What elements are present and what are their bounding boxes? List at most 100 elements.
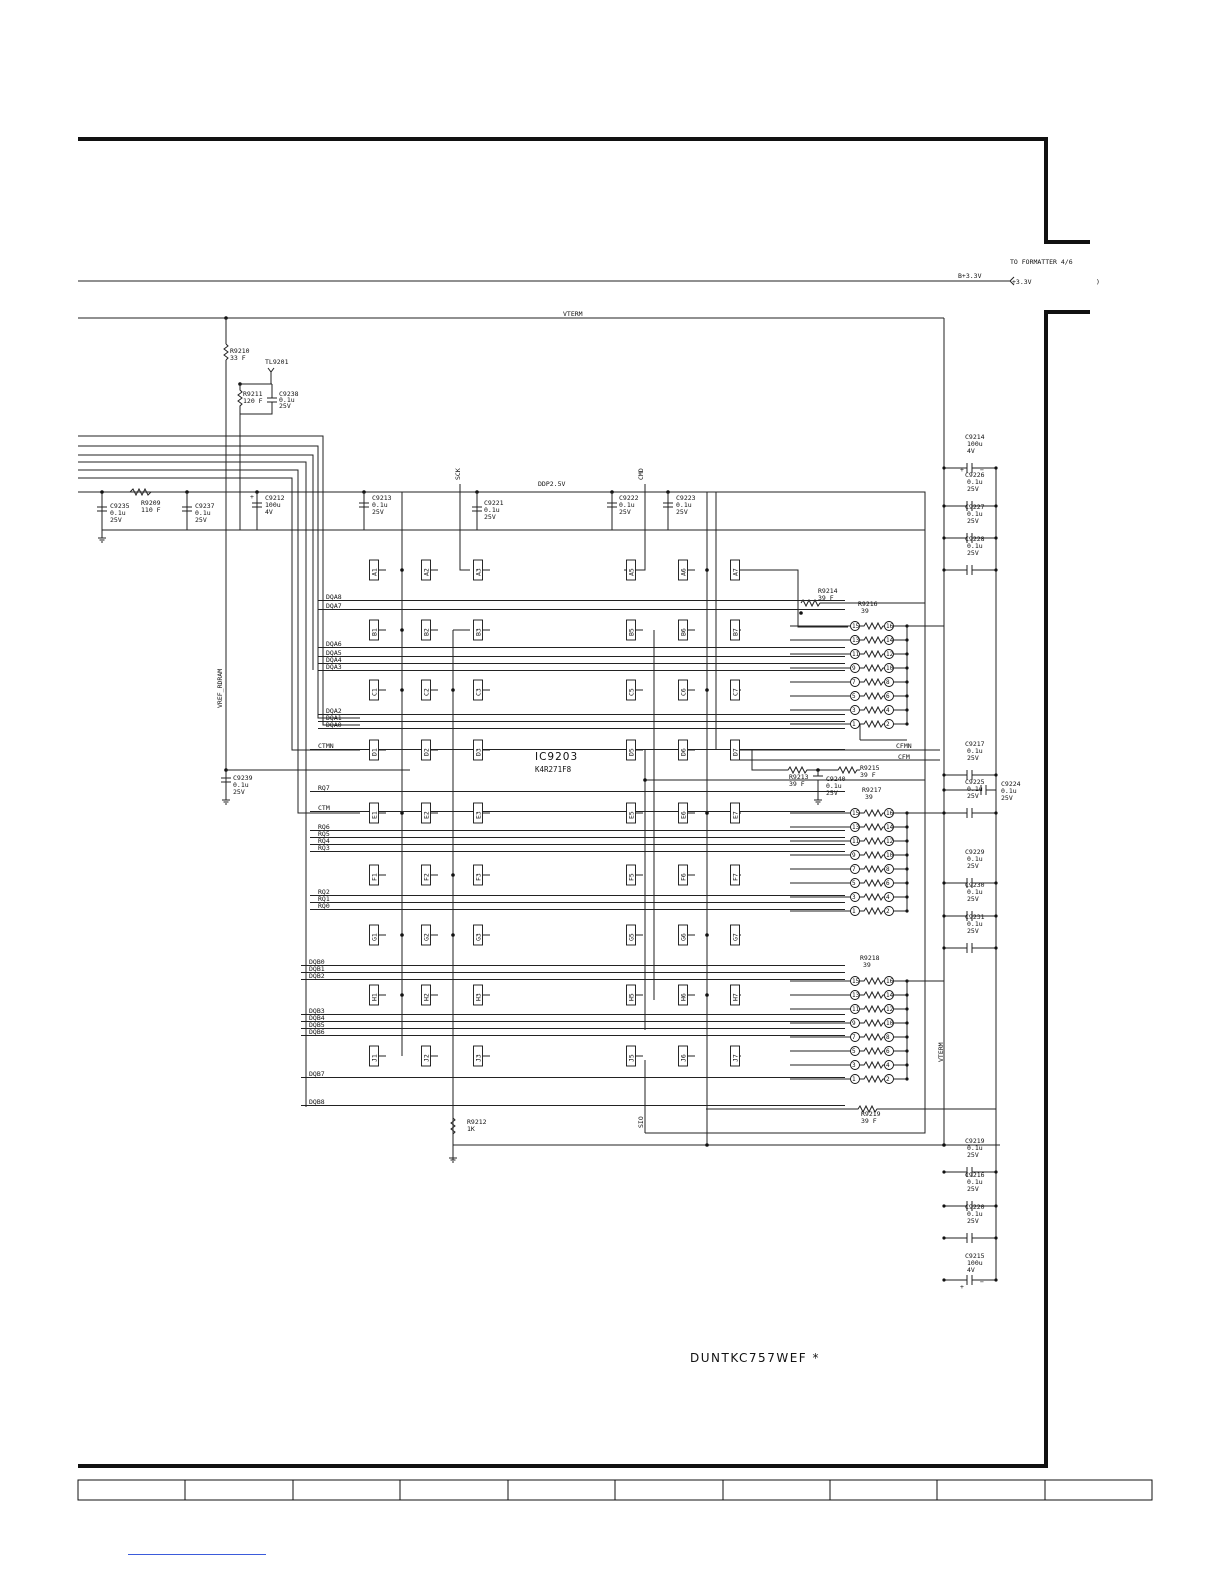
cap-text: 25V — [967, 517, 979, 525]
ball-label: B6 — [680, 628, 688, 636]
ball-label: D6 — [680, 748, 688, 756]
net-dqa6: DQA6 — [318, 640, 845, 648]
connector-title: TO FORMATTER 4/6 — [1010, 258, 1073, 266]
ball-e6: E6 — [678, 802, 695, 824]
vref-label: VREF_RDRAM — [216, 669, 224, 708]
ball-label: H2 — [423, 993, 431, 1001]
ball-e1: E1 — [369, 802, 386, 824]
pin-number: 12 — [886, 1006, 894, 1013]
ic-internal-wiring: R9212 1K SIO R9219 39 F — [400, 484, 1000, 1163]
net-label: DQA8 — [326, 593, 342, 601]
ball-g3: G3 — [473, 924, 490, 946]
c9238-volt: 25V — [279, 402, 291, 410]
cap-text: 25V — [967, 549, 979, 557]
net-dqa1: DQA1 — [318, 714, 845, 722]
cap-text: C9215 — [965, 1252, 985, 1260]
cmd-label: CMD — [637, 468, 645, 480]
vterm-rail: VTERM VTERM — [78, 310, 945, 1145]
ball-label: J5 — [628, 1054, 636, 1062]
net-rq2: RQ2 — [310, 888, 845, 896]
r9210-ref: R9210 — [230, 347, 250, 355]
ball-label: A2 — [423, 568, 431, 576]
vref-divider: R9210 33 F TL9201 R9211 120 F C9238 0.1u… — [216, 318, 410, 805]
ball-label: H5 — [628, 993, 636, 1001]
ball-label: F2 — [423, 873, 431, 881]
c9212-plus: + — [250, 493, 254, 501]
net-dqa5: DQA5 — [318, 649, 845, 657]
pin-number: 15 — [852, 623, 860, 630]
ball-label: G3 — [475, 933, 483, 941]
ball-f5: F5 — [626, 864, 643, 886]
r9214-val: 39 F — [818, 594, 834, 602]
c9235-ref: C9235 — [110, 502, 130, 510]
ball-h6: H6 — [678, 984, 695, 1006]
pin-number: 14 — [886, 637, 894, 644]
ball-label: G7 — [732, 933, 740, 941]
ddp-label: DDP2.5V — [538, 480, 565, 488]
c9239-volt: 25V — [233, 788, 245, 796]
ddp-rail: DDP2.5V R9209 110 F C9235 0.1u 25V C9237… — [78, 468, 926, 1134]
c9222-volt: 25V — [619, 508, 631, 516]
r9212-val: 1K — [467, 1125, 475, 1133]
cap-text: C9214 — [965, 433, 985, 441]
cap-text: C9228 — [965, 535, 985, 543]
ball-label: F3 — [475, 873, 483, 881]
ball-label: J3 — [475, 1054, 483, 1062]
c9221-val: 0.1u — [484, 506, 500, 514]
ball-f7: F7 — [730, 864, 741, 886]
ball-label: H7 — [732, 993, 740, 1001]
c9223-volt: 25V — [676, 508, 688, 516]
ball-c7: C7 — [730, 679, 741, 701]
ic-ref: IC9203 — [535, 751, 578, 763]
net-label: DQB1 — [309, 965, 325, 973]
footer-link-underline[interactable] — [128, 1554, 266, 1555]
ball-c2: C2 — [421, 679, 438, 701]
c9223-val: 0.1u — [676, 501, 692, 509]
ball-j6: J6 — [678, 1045, 695, 1067]
ball-f3: F3 — [473, 864, 490, 886]
r9215-val: 39 F — [860, 771, 876, 779]
r9213-ref: R9213 — [789, 773, 809, 781]
r9214-ref: R9214 — [818, 587, 838, 595]
ball-b1: B1 — [369, 619, 386, 641]
array-ref: R9217 — [862, 786, 882, 794]
tl9201-ref: TL9201 — [265, 358, 289, 366]
ball-label: F6 — [680, 873, 688, 881]
c9212-volt: 4V — [265, 508, 273, 516]
c9221-ref: C9221 — [484, 499, 504, 507]
cap-text: 25V — [967, 895, 979, 903]
ball-g7: G7 — [730, 924, 741, 946]
ball-label: H6 — [680, 993, 688, 1001]
c9240-volt: 25V — [826, 789, 838, 797]
pin-number: 1 — [852, 908, 856, 915]
ball-label: J6 — [680, 1054, 688, 1062]
ball-c5: C5 — [626, 679, 643, 701]
pin-number: 9 — [852, 852, 856, 859]
c9238-val: 0.1u — [279, 396, 295, 404]
ball-label: D2 — [423, 748, 431, 756]
pin-number: 4 — [886, 1062, 890, 1069]
cap-text: 25V — [967, 1217, 979, 1225]
ball-label: E2 — [423, 811, 431, 819]
cap-text: 25V — [967, 1185, 979, 1193]
cap-text: 0.1u — [967, 478, 983, 486]
ball-a6: A6 — [678, 559, 695, 581]
cap-text: 25V — [1001, 794, 1013, 802]
r9210-val: 33 F — [230, 354, 246, 362]
net-rq6: RQ6 — [310, 823, 845, 831]
net-label: DQB5 — [309, 1021, 325, 1029]
ball-b3: B3 — [473, 619, 490, 641]
net-label: RQ3 — [318, 844, 330, 852]
cap-text: C9227 — [965, 503, 985, 511]
net-dqb3: DQB3 — [301, 1007, 845, 1015]
pin-number: 10 — [886, 852, 894, 859]
